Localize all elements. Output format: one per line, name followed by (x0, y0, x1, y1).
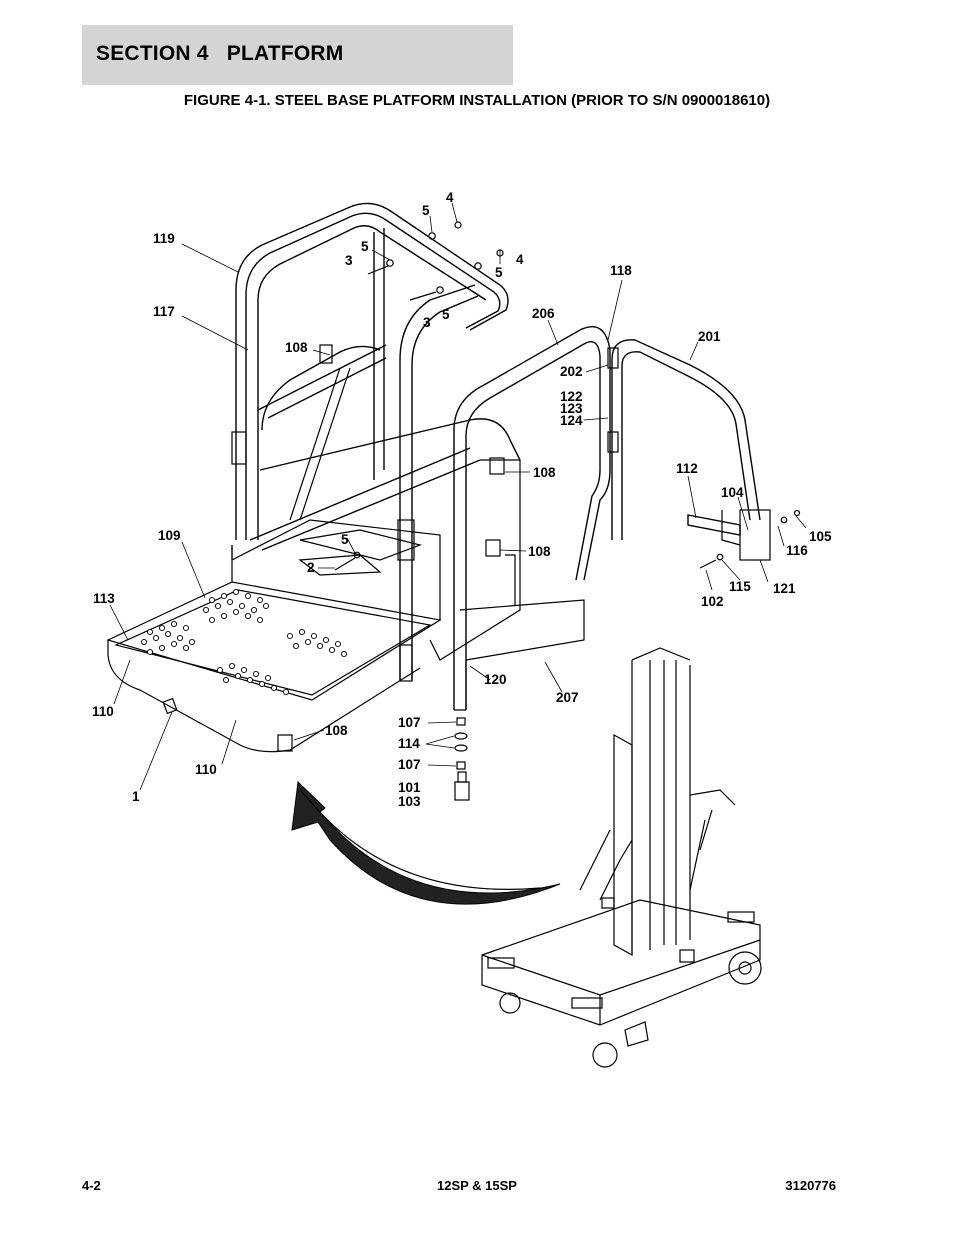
callout-4: 4 (446, 190, 454, 205)
callout-108: 108 (285, 340, 308, 355)
callout-110: 110 (195, 762, 217, 777)
leader-lines (109, 202, 807, 791)
callout-112: 112 (676, 461, 698, 476)
installation-arrow (291, 780, 561, 905)
callout-117: 117 (153, 304, 175, 319)
callout-116: 116 (786, 543, 808, 558)
callout-108: 108 (533, 465, 556, 480)
callout-5: 5 (495, 265, 503, 280)
model-name: 12SP & 15SP (437, 1178, 517, 1193)
callout-104: 104 (721, 485, 744, 500)
callout-206: 206 (532, 306, 555, 321)
callout-102: 102 (701, 594, 724, 609)
callout-5: 5 (361, 239, 369, 254)
callout-123: 123 (560, 401, 583, 416)
lift-base-unit (481, 647, 762, 1068)
callout-109: 109 (158, 528, 181, 543)
platform-base (106, 418, 521, 753)
section-header-bar: SECTION 4 PLATFORM (82, 25, 513, 85)
callout-119: 119 (153, 231, 175, 246)
callout-105: 105 (809, 529, 832, 544)
callout-110: 110 (92, 704, 114, 719)
callout-108: 108 (528, 544, 551, 559)
callout-122: 122 (560, 389, 583, 404)
perforated-floor-panel (140, 588, 348, 696)
section-title: SECTION 4 PLATFORM (96, 42, 344, 65)
callout-5: 5 (442, 307, 450, 322)
callout-5: 5 (341, 532, 349, 547)
rear-guardrail (231, 202, 509, 540)
hardware (277, 221, 801, 801)
callout-108: 108 (325, 723, 348, 738)
front-rail-and-gate (397, 284, 771, 711)
callout-124: 124 (560, 413, 583, 428)
callout-201: 201 (698, 329, 721, 344)
figure-title: FIGURE 4-1. STEEL BASE PLATFORM INSTALLA… (183, 92, 771, 109)
callout-4: 4 (516, 252, 524, 267)
callout-2: 2 (307, 560, 315, 575)
callout-5: 5 (422, 203, 430, 218)
callout-1: 1 (132, 789, 140, 804)
callout-121: 121 (773, 581, 796, 596)
callout-114: 114 (398, 736, 420, 751)
callout-3: 3 (345, 253, 353, 268)
callout-120: 120 (484, 672, 507, 687)
callout-207: 207 (556, 690, 579, 705)
page-number: 4-2 (82, 1178, 101, 1193)
callout-3: 3 (423, 315, 431, 330)
callout-labels: 4 5 119 5 3 4 5 118 117 3 5 206 201 108 … (92, 190, 832, 809)
callout-202: 202 (560, 364, 583, 379)
callout-101: 101 (398, 780, 421, 795)
callout-103: 103 (398, 794, 421, 809)
callout-115: 115 (729, 579, 751, 594)
callout-107: 107 (398, 715, 421, 730)
callout-107: 107 (398, 757, 421, 772)
document-number: 3120776 (785, 1178, 836, 1193)
callout-118: 118 (610, 263, 632, 278)
callout-113: 113 (93, 591, 115, 606)
